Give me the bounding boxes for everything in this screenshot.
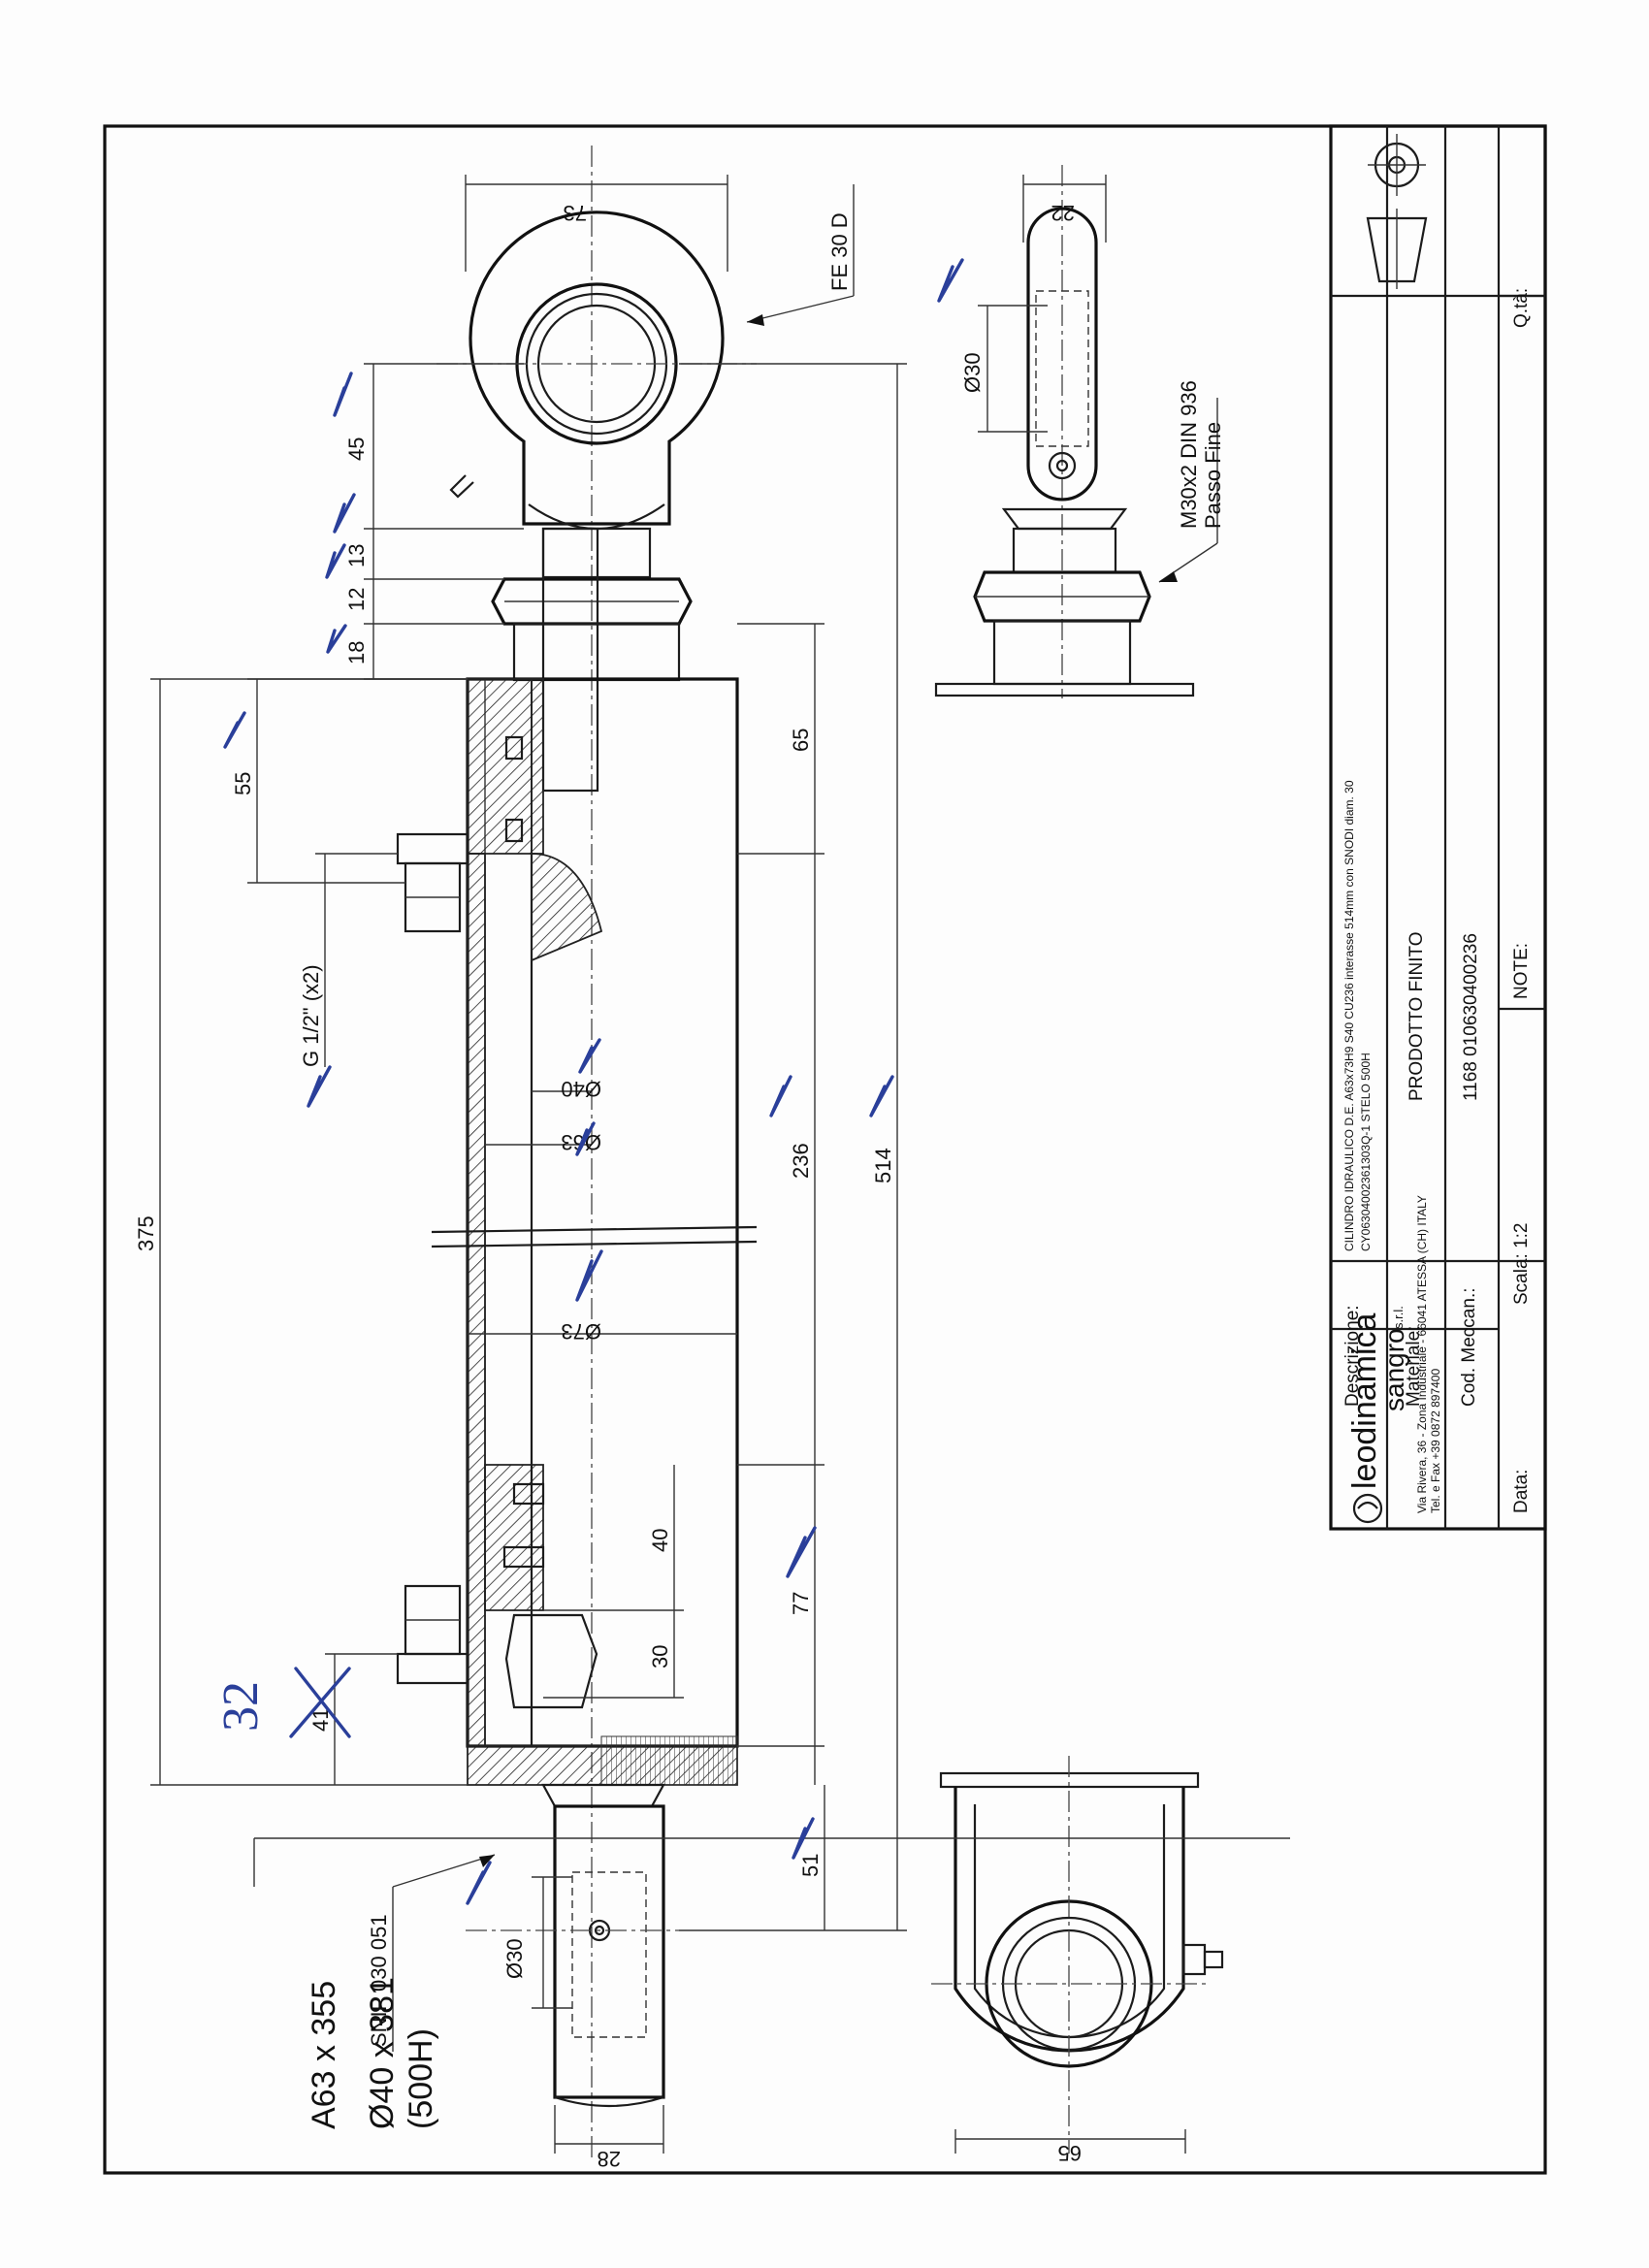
company-sub: sangro (1379, 1328, 1409, 1411)
port-top (396, 832, 469, 933)
dim-12: 12 (344, 588, 369, 611)
dim-28: 28 (598, 2147, 621, 2171)
spec-line-3: (500H) (403, 2028, 439, 2129)
company-addr-2: Tel. e Fax +39 0872 897400 (1429, 1369, 1442, 1513)
base-eye-detail-view: 65 (931, 1756, 1224, 2165)
company-suffix: s.r.l. (1391, 1306, 1406, 1329)
descrizione-value-2: CY06304002361303Q-1 STELO 500H (1359, 1053, 1373, 1251)
dim-51: 51 (798, 1854, 823, 1877)
dim-13: 13 (344, 544, 369, 567)
qta-label: Q.tà: (1511, 288, 1532, 328)
dim-d30-base: Ø30 (502, 1938, 527, 1979)
projection-cone-icon (1366, 216, 1428, 283)
cod-value: 1168 010630400236 (1461, 933, 1481, 1101)
spec-line-1: A63 x 355 (306, 1981, 342, 2129)
company-addr-1: Via Rivera, 36 - Zona Industriale - 6604… (1415, 1195, 1429, 1513)
rod-eye-head (469, 211, 725, 526)
base-eye-grease-nipple-icon (1181, 1943, 1207, 1976)
label-m30: M30x2 DIN 936 (1177, 380, 1201, 529)
label-g12: G 1/2" (x2) (299, 964, 323, 1067)
piston-nut (504, 1613, 598, 1709)
data-label: Data: (1511, 1470, 1532, 1513)
dim-55: 55 (231, 772, 255, 795)
dim-73-top: 73 (564, 201, 587, 225)
dim-236: 236 (789, 1143, 813, 1179)
handwritten-checks: 32 (213, 258, 964, 1905)
dim-30-piston: 30 (648, 1645, 672, 1669)
handwritten-32: 32 (213, 1681, 269, 1732)
dimensions: 73 45 13 12 18 55 375 G 1/2" (x2) 41 Ø40 (134, 175, 907, 2171)
dim-45: 45 (344, 437, 369, 461)
title-block: Descrizione: Materiale: Cod. Meccan.: CI… (1329, 124, 1547, 1531)
descrizione-value-1: CILINDRO IDRAULICO D.E. A63x73H9 S40 CU2… (1342, 780, 1356, 1251)
dim-d30-eye: Ø30 (960, 352, 985, 393)
dim-77: 77 (789, 1592, 813, 1615)
company-name: leodinamica (1346, 1312, 1383, 1489)
crossed-out-mark (289, 1667, 351, 1738)
spec-line-2: Ø40 x 381 (364, 1977, 401, 2129)
spec-text: A63 x 355 Ø40 x 381 (500H) (253, 1837, 1290, 2129)
label-snip: SNIP 030 051 (367, 1914, 391, 2047)
base-clevis (553, 1804, 665, 2099)
descrizione-label: Descrizione: (1342, 1305, 1363, 1407)
scala-label: Scala: 1:2 (1511, 1223, 1532, 1306)
note-label: NOTE: (1511, 943, 1532, 999)
rod-eye-detail-view: 22 Ø30 M30x2 DIN 936 Passo Fine (934, 165, 1225, 698)
dim-d40: Ø40 (561, 1077, 601, 1101)
dim-375: 375 (134, 1215, 158, 1251)
dim-65-base: 65 (1058, 2141, 1082, 2165)
dim-514: 514 (871, 1148, 895, 1183)
grease-nipple-icon (449, 474, 474, 499)
cylinder-side-view (396, 146, 758, 2158)
dim-65: 65 (789, 729, 813, 752)
dim-22: 22 (1051, 201, 1075, 225)
dim-d73-bore: Ø73 (561, 1319, 601, 1344)
dim-18: 18 (344, 641, 369, 664)
dim-40-piston: 40 (648, 1529, 672, 1552)
cod-label: Cod. Meccan.: (1459, 1288, 1479, 1408)
materiale-label: Materiale: (1404, 1326, 1424, 1407)
company-logo: leodinamica sangro s.r.l. Via Rivera, 36… (1346, 1195, 1442, 1524)
materiale-value: PRODOTTO FINITO (1406, 931, 1427, 1101)
port-bottom (396, 1584, 469, 1685)
label-passo: Passo Fine (1201, 422, 1225, 529)
label-fe30d: FE 30 D (827, 212, 852, 291)
